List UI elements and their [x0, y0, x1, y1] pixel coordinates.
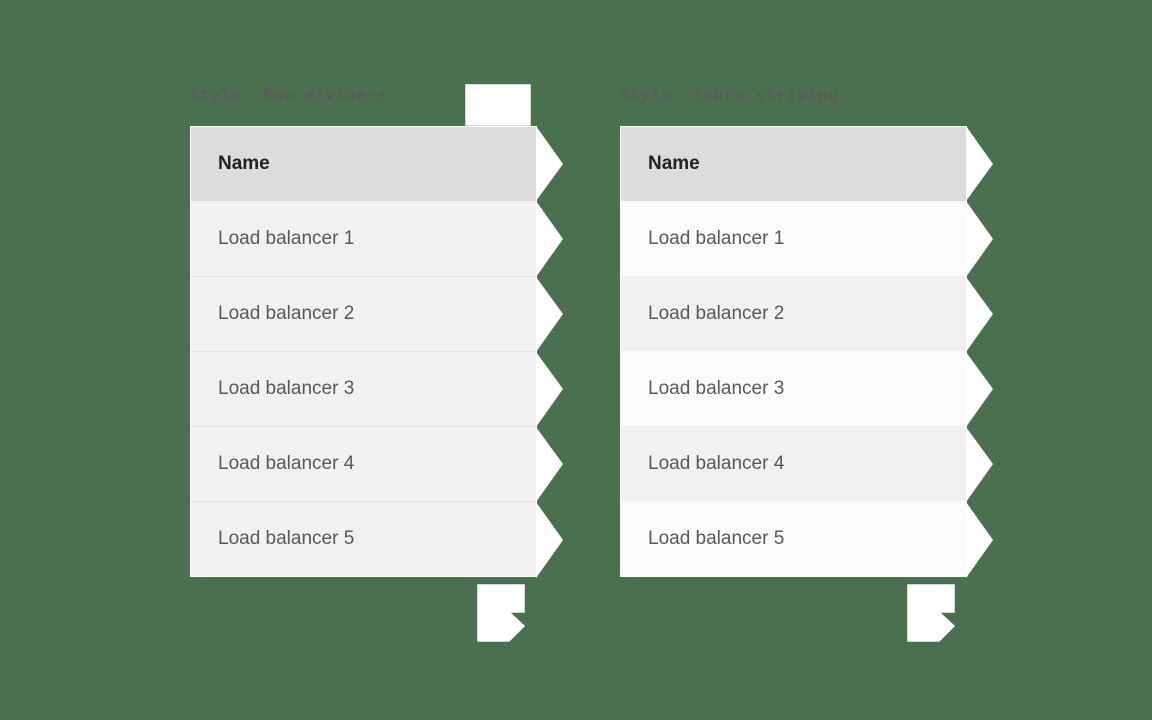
- cell-name: Load balancer 4: [648, 452, 785, 474]
- table-row[interactable]: Load balancer 2: [191, 276, 536, 351]
- torn-edge-icon: [966, 125, 996, 578]
- cell-name: Load balancer 5: [648, 527, 785, 549]
- panel-zebra-striping: Style: Zebra striping Name Load balancer…: [620, 86, 993, 642]
- table-row[interactable]: Load balancer 4: [621, 426, 966, 501]
- cell-name: Load balancer 2: [648, 302, 785, 324]
- cell-name: Load balancer 1: [648, 227, 785, 249]
- cell-name: Load balancer 3: [648, 377, 785, 399]
- style-label-row-dividers: Style: Row dividers: [190, 86, 389, 104]
- table-row[interactable]: Load balancer 5: [191, 501, 536, 576]
- flag-tab-bottom-icon: [477, 584, 537, 644]
- column-header-name: Name: [218, 153, 270, 174]
- table-row[interactable]: Load balancer 1: [621, 201, 966, 276]
- panel-row-dividers: Style: Row dividers Name Load balancer 1…: [190, 84, 563, 642]
- table-row[interactable]: Load balancer 2: [621, 276, 966, 351]
- cell-name: Load balancer 5: [218, 528, 355, 549]
- table-header-row: Name: [621, 127, 966, 201]
- table-row[interactable]: Load balancer 4: [191, 426, 536, 501]
- flag-tab-bottom-icon: [907, 584, 967, 644]
- cell-name: Load balancer 1: [218, 227, 355, 249]
- table-header-row: Name: [191, 127, 536, 201]
- table-row[interactable]: Load balancer 3: [621, 351, 966, 426]
- table-row[interactable]: Load balancer 1: [191, 201, 536, 276]
- cell-name: Load balancer 4: [218, 453, 355, 474]
- table-row[interactable]: Load balancer 5: [621, 501, 966, 576]
- cell-name: Load balancer 3: [218, 378, 355, 399]
- torn-edge-icon: [536, 125, 566, 578]
- table-zebra-striping: Name Load balancer 1 Load balancer 2 Loa…: [620, 125, 993, 578]
- column-header-name: Name: [648, 153, 700, 174]
- style-label-zebra-striping: Style: Zebra striping: [620, 86, 840, 104]
- cell-name: Load balancer 2: [218, 303, 355, 324]
- table-row-dividers: Name Load balancer 1 Load balancer 2 Loa…: [190, 125, 563, 578]
- table-row[interactable]: Load balancer 3: [191, 351, 536, 426]
